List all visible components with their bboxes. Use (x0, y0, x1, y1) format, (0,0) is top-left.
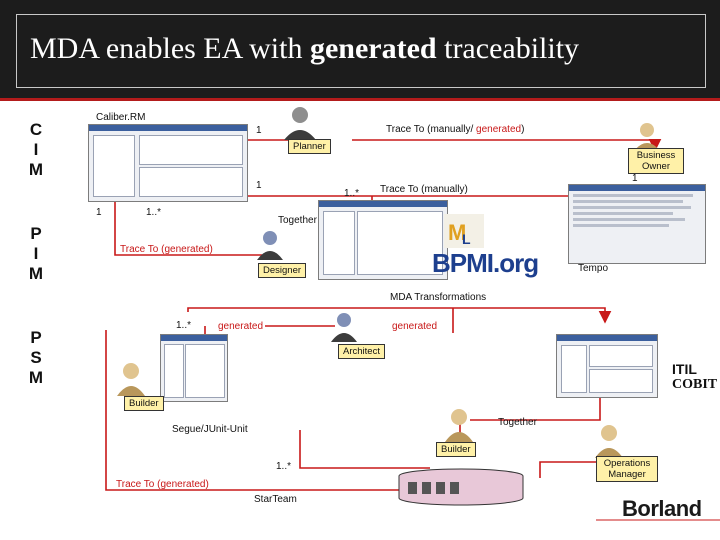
psm-screenshot-right (556, 334, 658, 398)
borland-logo: Borland (622, 496, 702, 521)
together-top-label: Together (278, 215, 317, 226)
multiplicity-label: 1..* (344, 188, 360, 199)
multiplicity-label: 1 (256, 125, 262, 136)
trace-manual-generated-label: Trace To (manually/ generated) (386, 124, 524, 135)
level-letter: I (33, 244, 39, 263)
builder-center-role: Builder (436, 442, 476, 457)
tree-pane (561, 345, 587, 393)
window-titlebar (569, 185, 705, 191)
multiplicity-label: 1..* (146, 207, 162, 218)
window-titlebar (557, 335, 657, 341)
trace-generated-top-label: Trace To (generated) (120, 244, 213, 255)
multiplicity-label: 1 (632, 173, 638, 184)
mda-transformations-label: MDA Transformations (390, 292, 487, 303)
window-titlebar (319, 201, 447, 207)
together-screenshot (318, 200, 448, 280)
svg-text:L: L (462, 231, 471, 247)
level-letter: M (28, 160, 44, 179)
builder-center-person-icon (445, 409, 473, 442)
trace-generated-word: generated (476, 124, 522, 135)
link-ops-starteam (539, 461, 622, 478)
link-planner-owner (352, 138, 662, 152)
level-pim: P I M (28, 224, 44, 284)
form-pane (589, 369, 653, 393)
header-frame (16, 14, 706, 88)
operations-manager-person-icon (595, 425, 623, 458)
level-letter: C (29, 120, 43, 139)
itil-logo-text: ITIL (672, 361, 697, 377)
title-bold: generated (309, 32, 437, 65)
window-titlebar (161, 335, 227, 341)
trace-prefix: Trace To (manually/ (386, 124, 477, 135)
grid-row (573, 218, 685, 221)
window-titlebar (89, 125, 247, 131)
tempo-screenshot (568, 184, 706, 264)
tempo-label: Tempo (578, 263, 609, 274)
level-letter: P (30, 328, 42, 347)
trace-generated-bottom-label: Trace To (generated) (116, 479, 209, 490)
planner-person-icon (284, 107, 316, 140)
operations-manager-role: Operations Manager (596, 456, 658, 482)
caliber-screenshot (88, 124, 248, 202)
business-owner-role: Business Owner (628, 148, 684, 174)
grid-row (573, 224, 669, 227)
grid-row (573, 212, 673, 215)
diagram-pane (357, 211, 443, 275)
tree-pane (164, 344, 184, 398)
level-letter: I (33, 140, 39, 159)
generated-right-label: generated (392, 321, 438, 332)
starteam-repository-icon (398, 468, 524, 506)
builder-left-role: Builder (124, 396, 164, 411)
trace-suffix: ) (521, 124, 525, 135)
planner-role: Planner (288, 139, 331, 154)
link-builder-starteam (299, 430, 430, 469)
multiplicity-label: 1..* (176, 320, 192, 331)
architect-person-icon (331, 313, 357, 342)
multiplicity-label: 1 (96, 207, 102, 218)
form-pane (589, 345, 653, 367)
level-letter: P (30, 224, 42, 243)
designer-person-icon (257, 231, 283, 260)
generated-left-label: generated (218, 321, 264, 332)
architect-role: Architect (338, 344, 385, 359)
designer-role: Designer (258, 263, 307, 278)
detail-pane (139, 167, 243, 197)
ide-screenshot-left (160, 334, 228, 402)
title-suffix: traceability (436, 32, 580, 65)
grid-pane (139, 135, 243, 165)
project-pane (323, 211, 355, 275)
builder-left-person-icon (117, 363, 145, 396)
slide-title: MDA enables EA with generated traceabili… (30, 32, 579, 66)
grid-row (573, 194, 693, 197)
editor-pane (185, 344, 225, 398)
starteam-label: StarTeam (254, 494, 297, 505)
bpmi-logo: BPMI.org (432, 248, 539, 278)
cobit-logo-text: COBIT (672, 377, 718, 392)
tree-pane (93, 135, 135, 197)
multiplicity-label: 1..* (276, 461, 292, 472)
link-caliber-designer (114, 200, 262, 256)
segue-label: Segue/JUnit-Unit (172, 424, 248, 435)
level-letter: S (30, 348, 42, 367)
grid-row (573, 200, 683, 203)
grid-row (573, 206, 691, 209)
title-prefix: MDA enables EA with (30, 32, 310, 65)
uml-logo-icon: M L (444, 214, 484, 248)
link-mda (187, 307, 612, 324)
caliber-label: Caliber.RM (96, 112, 146, 123)
level-letter: M (28, 368, 44, 387)
itil-cobit-logo: ITIL COBIT (672, 361, 718, 393)
level-letter: M (28, 264, 44, 283)
level-psm: P S M (28, 328, 44, 388)
slide-header (0, 0, 720, 101)
svg-text:M: M (448, 220, 466, 245)
multiplicity-label: 1 (256, 180, 262, 191)
trace-manual-label: Trace To (manually) (380, 184, 468, 195)
level-cim: C I M (28, 120, 44, 180)
together-bottom-label: Together (498, 417, 537, 428)
